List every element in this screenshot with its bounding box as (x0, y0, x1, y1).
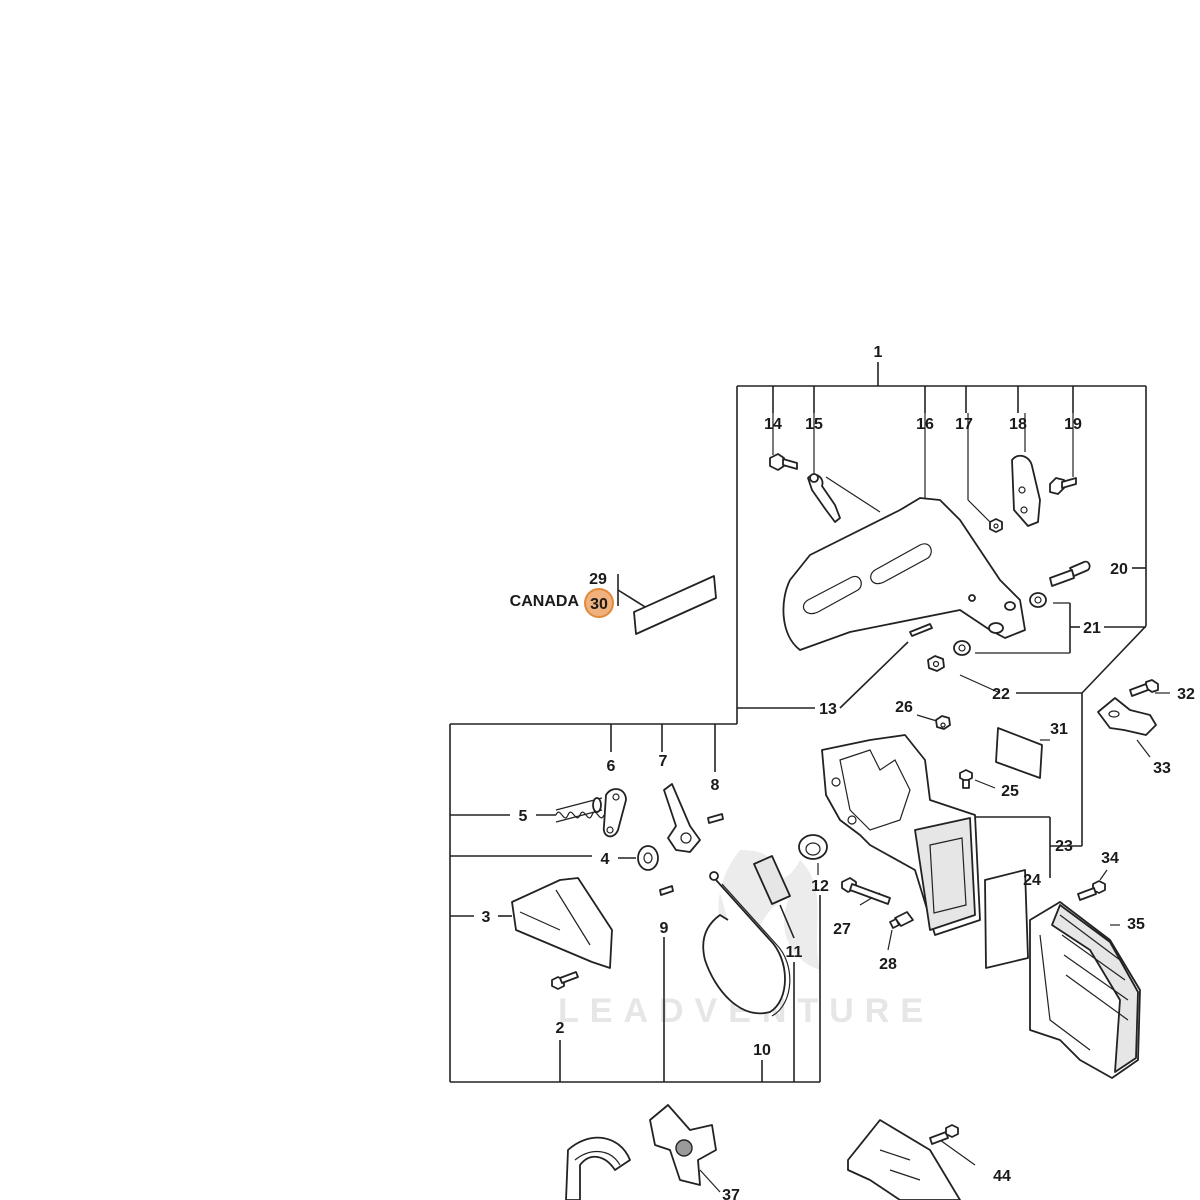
callout-10[interactable]: 10 (753, 1042, 771, 1059)
callout-1[interactable]: 1 (874, 344, 883, 361)
callout-26[interactable]: 26 (895, 699, 913, 716)
bracket-part (511, 877, 613, 969)
callout-8[interactable]: 8 (711, 777, 720, 794)
callout-23[interactable]: 23 (1055, 838, 1073, 855)
decal-part (633, 575, 717, 635)
screw-part-2 (551, 971, 579, 990)
pin-part-8 (707, 813, 724, 824)
callout-2[interactable]: 2 (556, 1020, 565, 1037)
callout-21[interactable]: 21 (1083, 620, 1101, 637)
sleeve-part (753, 855, 791, 905)
callout-27[interactable]: 27 (833, 921, 851, 938)
pin-part-9 (659, 885, 674, 896)
bearing-part-12 (798, 834, 828, 860)
callout-32[interactable]: 32 (1177, 686, 1195, 703)
brake-arm-part (782, 497, 1026, 651)
callout-20[interactable]: 20 (1110, 561, 1128, 578)
bolt-part (769, 453, 798, 471)
washer-part (953, 592, 1047, 656)
callout-16[interactable]: 16 (916, 416, 934, 433)
callout-29[interactable]: 29 (589, 571, 607, 588)
lever-part (663, 783, 701, 853)
screw-part (1049, 477, 1077, 495)
pivot-bolt-part (1049, 560, 1091, 587)
adjuster-bolt-part (841, 877, 891, 905)
nut-part-22 (927, 655, 945, 672)
callout-31[interactable]: 31 (1050, 721, 1068, 738)
screw-part-32 (1129, 679, 1159, 697)
callout-3[interactable]: 3 (482, 909, 491, 926)
label-part (995, 727, 1043, 779)
callout-4[interactable]: 4 (601, 851, 610, 868)
callout-13[interactable]: 13 (819, 701, 837, 718)
callout-30[interactable]: 30 (590, 596, 608, 613)
clutch-part (649, 1104, 717, 1186)
callout-34[interactable]: 34 (1101, 850, 1119, 867)
callout-15[interactable]: 15 (805, 416, 823, 433)
callout-24[interactable]: 24 (1023, 872, 1041, 889)
callout-11[interactable]: 11 (786, 944, 803, 961)
callout-35[interactable]: 35 (1127, 916, 1145, 933)
bracket-plate-part (1011, 454, 1041, 527)
pin-part (909, 623, 933, 637)
spring-hook-part (807, 473, 841, 523)
screw-part-25 (959, 769, 973, 789)
callout-33[interactable]: 33 (1153, 760, 1171, 777)
callout-14[interactable]: 14 (764, 416, 782, 433)
callout-22[interactable]: 22 (992, 686, 1010, 703)
callout-17[interactable]: 17 (955, 416, 973, 433)
screw-part-44 (929, 1124, 959, 1145)
callout-18[interactable]: 18 (1009, 416, 1027, 433)
nut-part (989, 518, 1003, 533)
label-part-24 (984, 869, 1029, 969)
side-cover-part (1029, 901, 1141, 1079)
callout-7[interactable]: 7 (659, 753, 668, 770)
callout-19[interactable]: 19 (1064, 416, 1082, 433)
plate-part-33 (1097, 697, 1157, 736)
guide-plate-part (847, 1119, 961, 1200)
clutch-cover-part (821, 734, 981, 936)
callout-37[interactable]: 37 (722, 1187, 740, 1200)
brake-band-part (702, 871, 791, 1017)
clutch-drum-part (565, 1136, 631, 1200)
bushing-part (637, 845, 659, 871)
callout-5[interactable]: 5 (519, 808, 528, 825)
spring-part (555, 797, 605, 823)
screw-part-34 (1077, 880, 1106, 901)
bracket-lines (449, 362, 1170, 1193)
callout-30-highlighted[interactable]: 30 (584, 588, 614, 618)
callout-25[interactable]: 25 (1001, 783, 1019, 800)
callout-6[interactable]: 6 (607, 758, 616, 775)
adjuster-part (889, 911, 914, 929)
callout-28[interactable]: 28 (879, 956, 897, 973)
canada-label: CANADA (510, 593, 580, 610)
callout-12[interactable]: 12 (811, 878, 829, 895)
callouts: 1 2 3 4 5 6 7 8 9 10 11 12 13 14 15 16 1… (482, 344, 1195, 1200)
callout-44[interactable]: 44 (993, 1168, 1011, 1185)
nut-part-26 (935, 715, 951, 730)
link-part (602, 788, 627, 838)
callout-9[interactable]: 9 (660, 920, 669, 937)
